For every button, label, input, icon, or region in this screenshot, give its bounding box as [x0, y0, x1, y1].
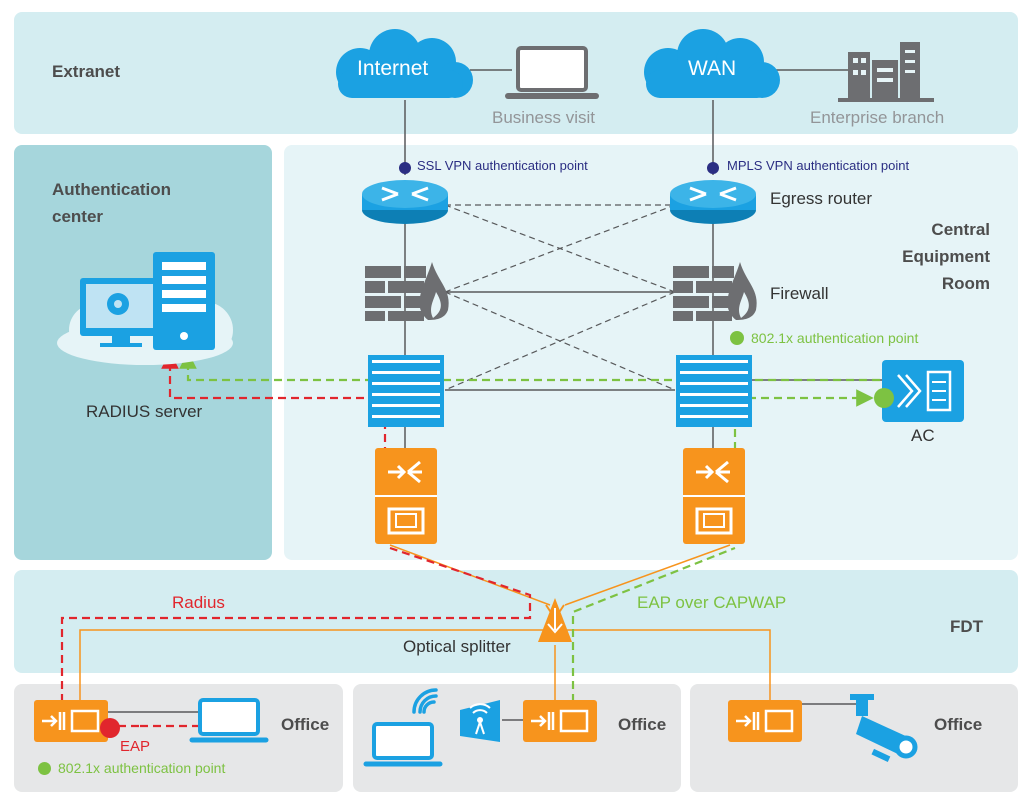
right-olt-icon	[683, 448, 745, 544]
authentication-center-label-line2: center	[52, 207, 104, 226]
dot1x-point-dot	[730, 331, 744, 345]
left-firewall-icon	[365, 262, 449, 321]
office-label-middle: Office	[618, 715, 667, 734]
internet-cloud	[336, 29, 473, 98]
office-middle-laptop-icon	[363, 722, 443, 767]
business-visit-label: Business visit	[492, 108, 595, 127]
egress-router-label: Egress router	[770, 189, 873, 208]
office-label-left: Office	[281, 715, 330, 734]
eap-auth-dot	[100, 718, 120, 738]
right-switch-icon	[676, 355, 752, 427]
ssl-point-label: SSL VPN authentication point	[417, 158, 588, 173]
office-dot1x-point-label: 802.1x authentication point	[58, 760, 226, 776]
extranet-label: Extranet	[52, 62, 121, 81]
central-equipment-room-label-line1: Central	[931, 220, 990, 239]
building-icon	[838, 42, 934, 102]
office-left-laptop-icon	[189, 698, 269, 743]
office-dot1x-dot	[38, 762, 51, 775]
fiber-links	[79, 544, 771, 702]
access-point-icon	[460, 700, 500, 742]
radius-label: Radius	[172, 593, 225, 612]
dot1x-point-label: 802.1x authentication point	[751, 330, 919, 346]
optical-splitter-label: Optical splitter	[403, 637, 511, 656]
wan-label: WAN	[688, 57, 737, 80]
radius-server-label: RADIUS server	[86, 402, 203, 421]
capwap-path	[179, 351, 880, 702]
fdt-zone	[14, 570, 1018, 673]
enterprise-branch-label: Enterprise branch	[810, 108, 945, 127]
optical-splitter-icon	[538, 598, 572, 642]
internet-label: Internet	[357, 57, 429, 80]
authentication-center-label-line1: Authentication	[52, 180, 171, 199]
central-equipment-room-label-line3: Room	[941, 274, 990, 293]
eap-over-capwap-label: EAP over CAPWAP	[637, 593, 787, 612]
wifi-icon	[412, 688, 438, 714]
ac-auth-dot	[874, 388, 894, 408]
central-equipment-room-label-line2: Equipment	[902, 247, 990, 266]
eap-label: EAP	[120, 738, 151, 755]
camera-icon	[850, 694, 918, 762]
wan-cloud	[644, 29, 780, 98]
mpls-point-label: MPLS VPN authentication point	[727, 158, 910, 173]
radius-server-icon	[57, 252, 233, 365]
ont-middle-icon	[523, 700, 597, 742]
left-router-icon	[362, 180, 448, 224]
mpls-point-dot	[707, 162, 719, 174]
firewall-label: Firewall	[770, 284, 829, 303]
right-firewall-icon	[673, 262, 757, 321]
right-router-icon	[670, 180, 756, 224]
ac-label: AC	[911, 426, 935, 445]
fdt-label: FDT	[950, 617, 984, 636]
ssl-point-dot	[399, 162, 411, 174]
redundant-links	[444, 204, 676, 391]
laptop-icon	[505, 46, 599, 99]
office-label-right: Office	[934, 715, 983, 734]
ont-left-icon	[34, 700, 108, 742]
left-olt-icon	[375, 448, 437, 544]
left-switch-icon	[368, 355, 444, 427]
ont-right-icon	[728, 700, 802, 742]
ac-icon	[882, 360, 964, 422]
